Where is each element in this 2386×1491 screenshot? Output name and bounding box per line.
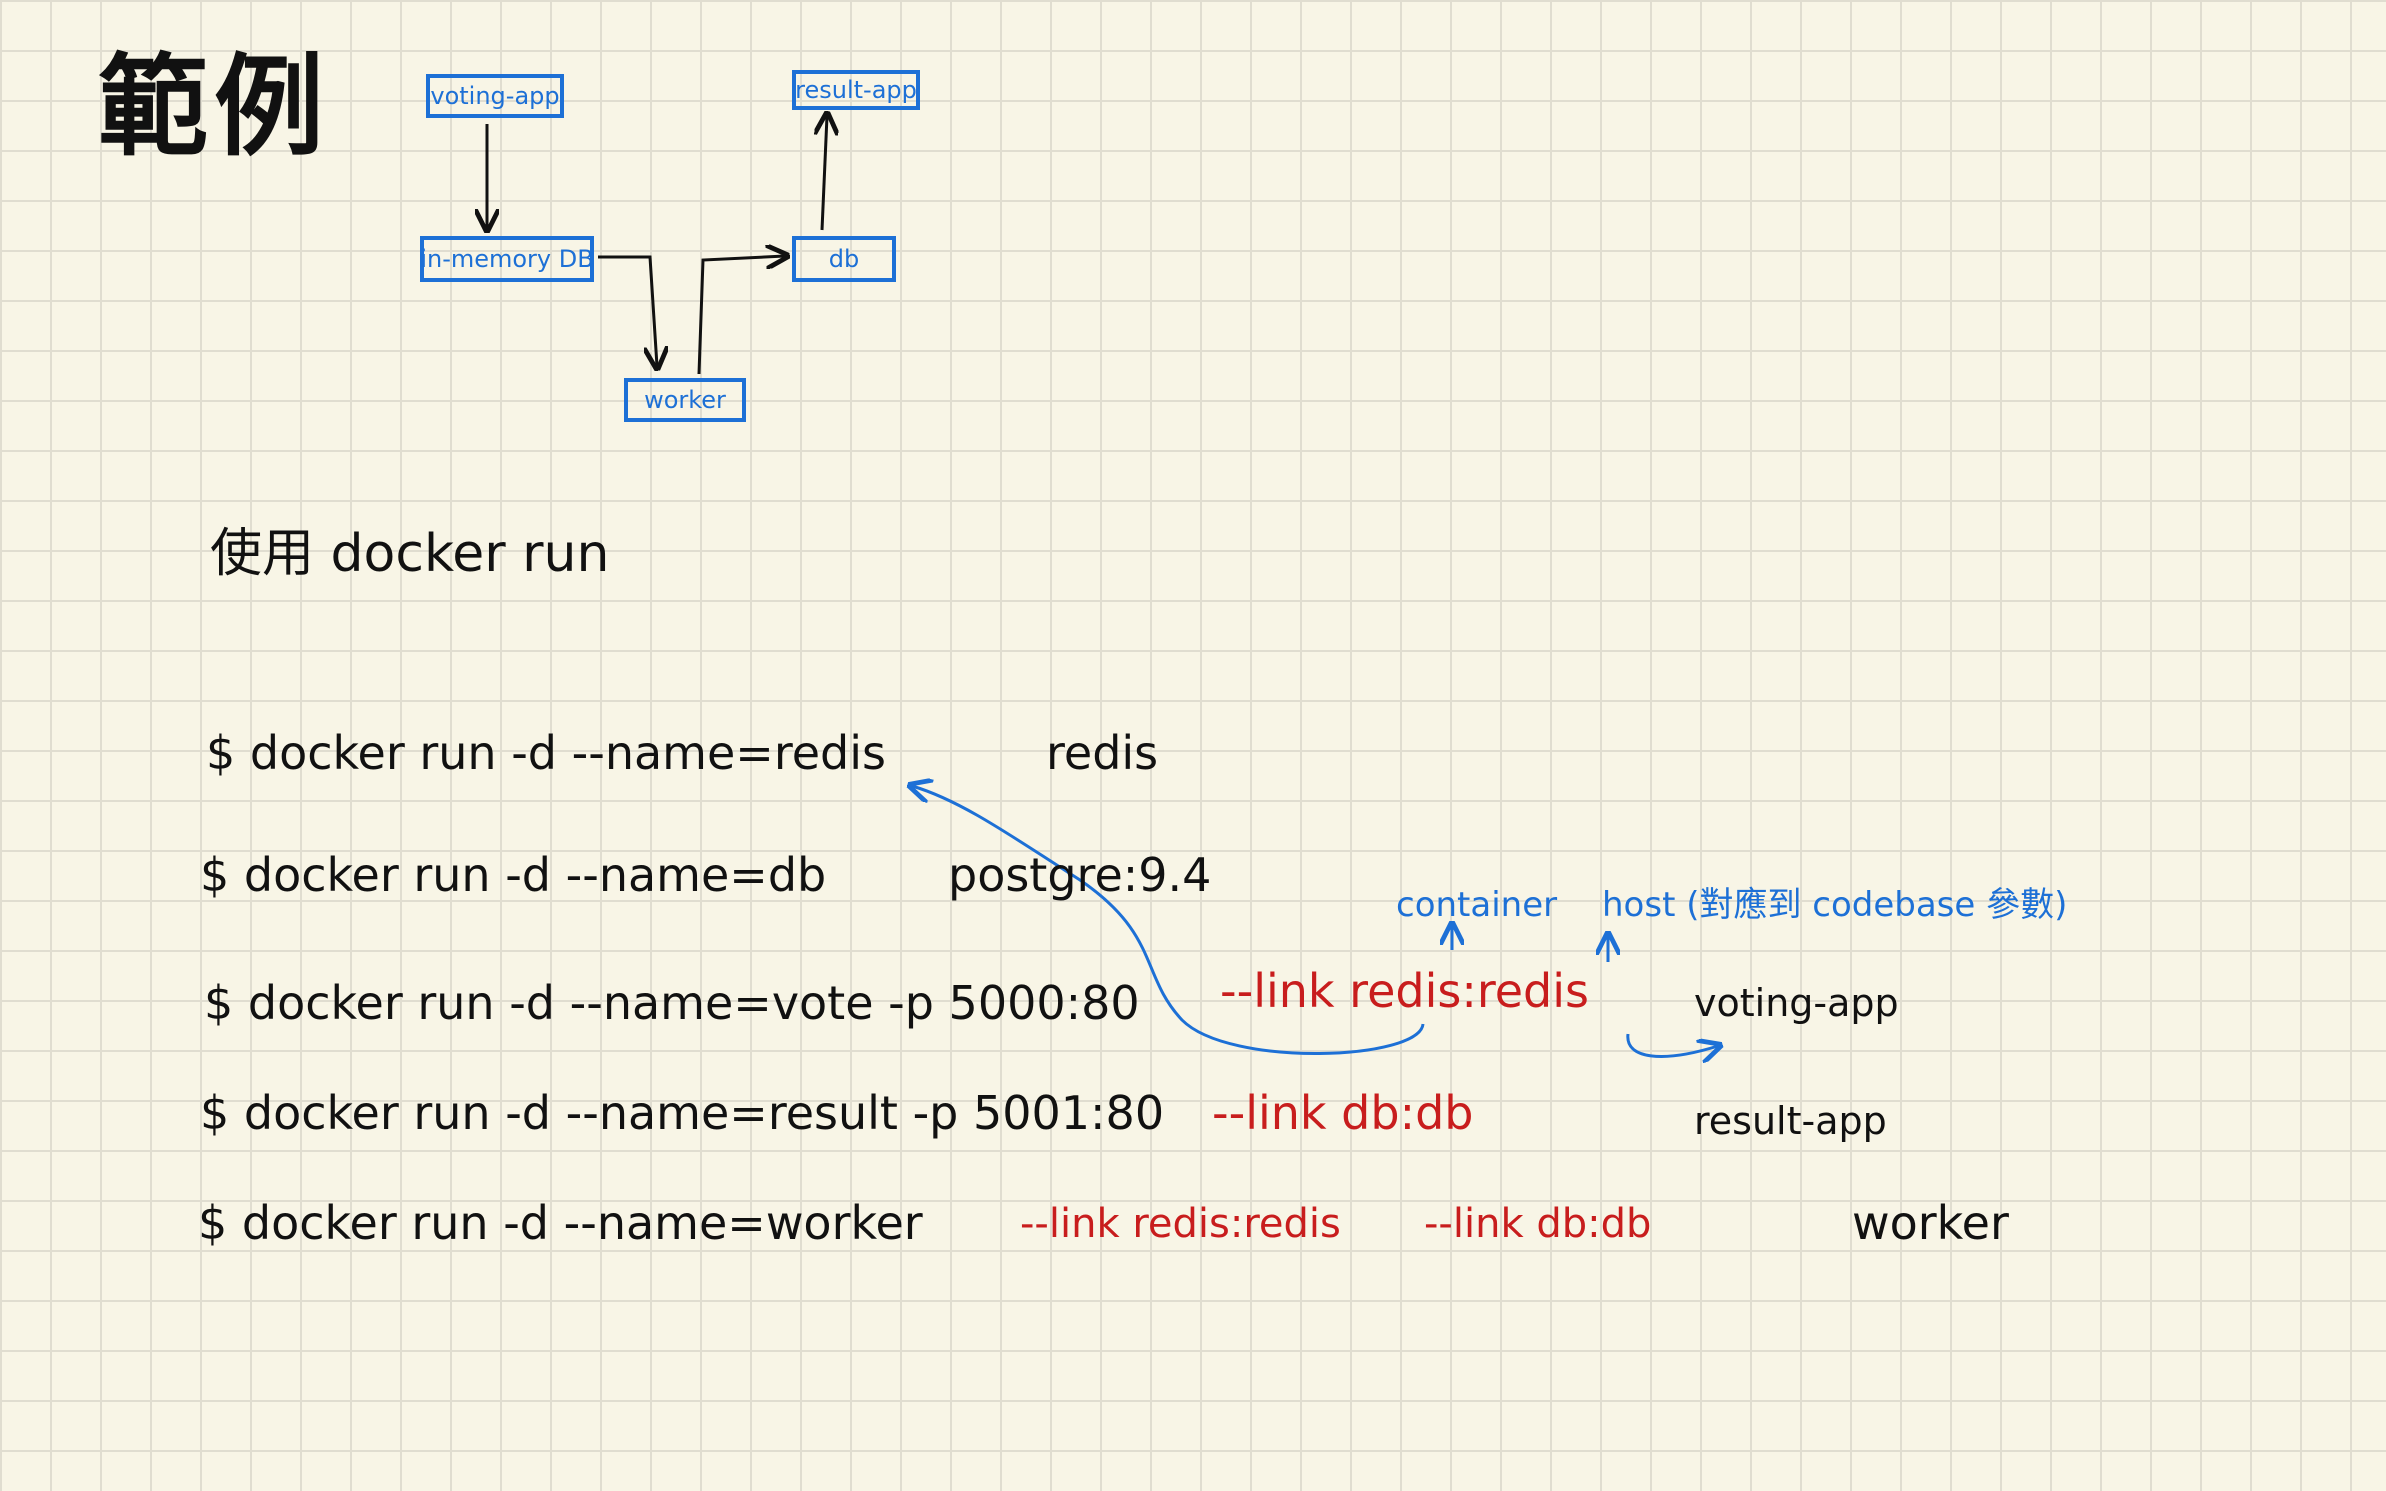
in-memory-db-node: in-memory DB — [420, 236, 594, 282]
result-app-node: result-app — [792, 70, 920, 110]
voting-app-node-label: voting-app — [430, 82, 560, 110]
page-title: 範例 — [98, 43, 330, 171]
arrow-memory-to-worker — [598, 255, 657, 366]
command-4-text: $ docker run -d --name=result -p 5001:80 — [200, 1086, 1165, 1140]
db-node: db — [792, 236, 896, 282]
arrow-worker-to-db — [697, 256, 785, 375]
command-5-image: worker — [1852, 1196, 2009, 1250]
arrow-db-to-result — [822, 116, 827, 231]
command-4-image: result-app — [1694, 1099, 1887, 1143]
command-2-image: postgre:9.4 — [948, 848, 1212, 902]
arrow-host-to-voting-app — [1626, 1033, 1718, 1056]
command-line-2: $ docker run -d --name=db — [200, 852, 826, 898]
section-subtitle: 使用 docker run — [210, 524, 610, 584]
host-annotation: host (對應到 codebase 參數) — [1602, 885, 2068, 925]
command-3-text: $ docker run -d --name=vote -p 5000:80 — [204, 976, 1140, 1030]
voting-app-node: voting-app — [426, 74, 564, 118]
command-line-5: $ docker run -d --name=worker — [198, 1200, 923, 1246]
command-3-link: --link redis:redis — [1220, 964, 1589, 1018]
command-3-image: voting-app — [1694, 981, 1899, 1025]
command-5-link-db: --link db:db — [1424, 1201, 1652, 1247]
result-app-node-label: result-app — [795, 76, 917, 104]
in-memory-db-node-label: in-memory DB — [420, 245, 594, 273]
command-5-text: $ docker run -d --name=worker — [198, 1196, 923, 1250]
command-line-1: $ docker run -d --name=redis — [206, 730, 886, 776]
worker-node-label: worker — [644, 386, 726, 414]
worker-node: worker — [624, 378, 746, 422]
db-node-label: db — [828, 245, 860, 273]
command-line-4: $ docker run -d --name=result -p 5001:80 — [200, 1090, 1164, 1136]
command-5-link-redis: --link redis:redis — [1020, 1201, 1341, 1247]
command-line-3: $ docker run -d --name=vote -p 5000:80 — [204, 980, 1140, 1026]
command-2-text: $ docker run -d --name=db — [200, 848, 827, 902]
container-annotation: container — [1396, 885, 1558, 925]
command-4-link: --link db:db — [1212, 1086, 1474, 1140]
command-1-text: $ docker run -d --name=redis — [206, 726, 886, 780]
command-1-image: redis — [1046, 726, 1159, 780]
